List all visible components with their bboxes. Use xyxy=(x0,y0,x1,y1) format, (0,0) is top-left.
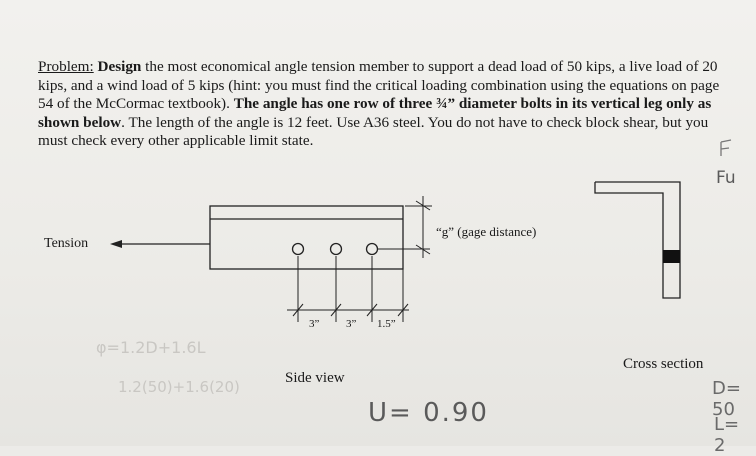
hw-fu: Fu xyxy=(716,168,736,188)
bolt-hole-1 xyxy=(291,242,305,256)
angle-plate xyxy=(209,205,404,270)
cross-section-bolt xyxy=(663,250,680,263)
cross-section-label: Cross section xyxy=(623,356,704,372)
hw-faint-calc: 1.2(50)+1.6(20) xyxy=(118,378,240,396)
problem-text-1: the most economical angle tension member… xyxy=(38,58,720,113)
gage-tick-top xyxy=(415,200,431,211)
tick-2 xyxy=(330,303,342,317)
cross-section-angle xyxy=(594,181,681,299)
angle-bold-text: The angle has one row of three ¾” diamet… xyxy=(38,95,712,131)
hw-dead-load: D= 50 xyxy=(712,378,741,420)
hw-live-load: L= 2 xyxy=(714,414,740,456)
tension-arrowhead xyxy=(110,240,122,248)
bolt-hole-2 xyxy=(329,242,343,256)
tick-1 xyxy=(292,303,304,317)
spacing-label-1: 3” xyxy=(309,318,320,330)
bolt-hole-3 xyxy=(365,242,379,256)
problem-statement: Problem: Design the most economical angl… xyxy=(38,58,728,151)
hw-faint-combo: φ=1.2D+1.6L xyxy=(96,338,206,357)
design-keyword: Design xyxy=(97,58,142,75)
problem-prefix: Problem: xyxy=(38,58,94,75)
spacing-label-2: 3” xyxy=(346,318,357,330)
tension-label: Tension xyxy=(44,236,89,251)
tick-3 xyxy=(366,303,378,317)
hw-u-value: U= 0.90 xyxy=(368,398,489,428)
problem-text-2: . The length of the angle is 12 feet. Us… xyxy=(38,113,709,150)
spacing-label-3: 1.5” xyxy=(377,318,396,330)
tick-4 xyxy=(397,303,409,317)
hw-stroke-fy xyxy=(720,139,732,156)
side-view-diagram xyxy=(110,139,732,322)
side-view-label: Side view xyxy=(285,370,345,386)
gage-label: “g” (gage distance) xyxy=(436,224,537,239)
gage-tick-bottom xyxy=(415,244,431,255)
